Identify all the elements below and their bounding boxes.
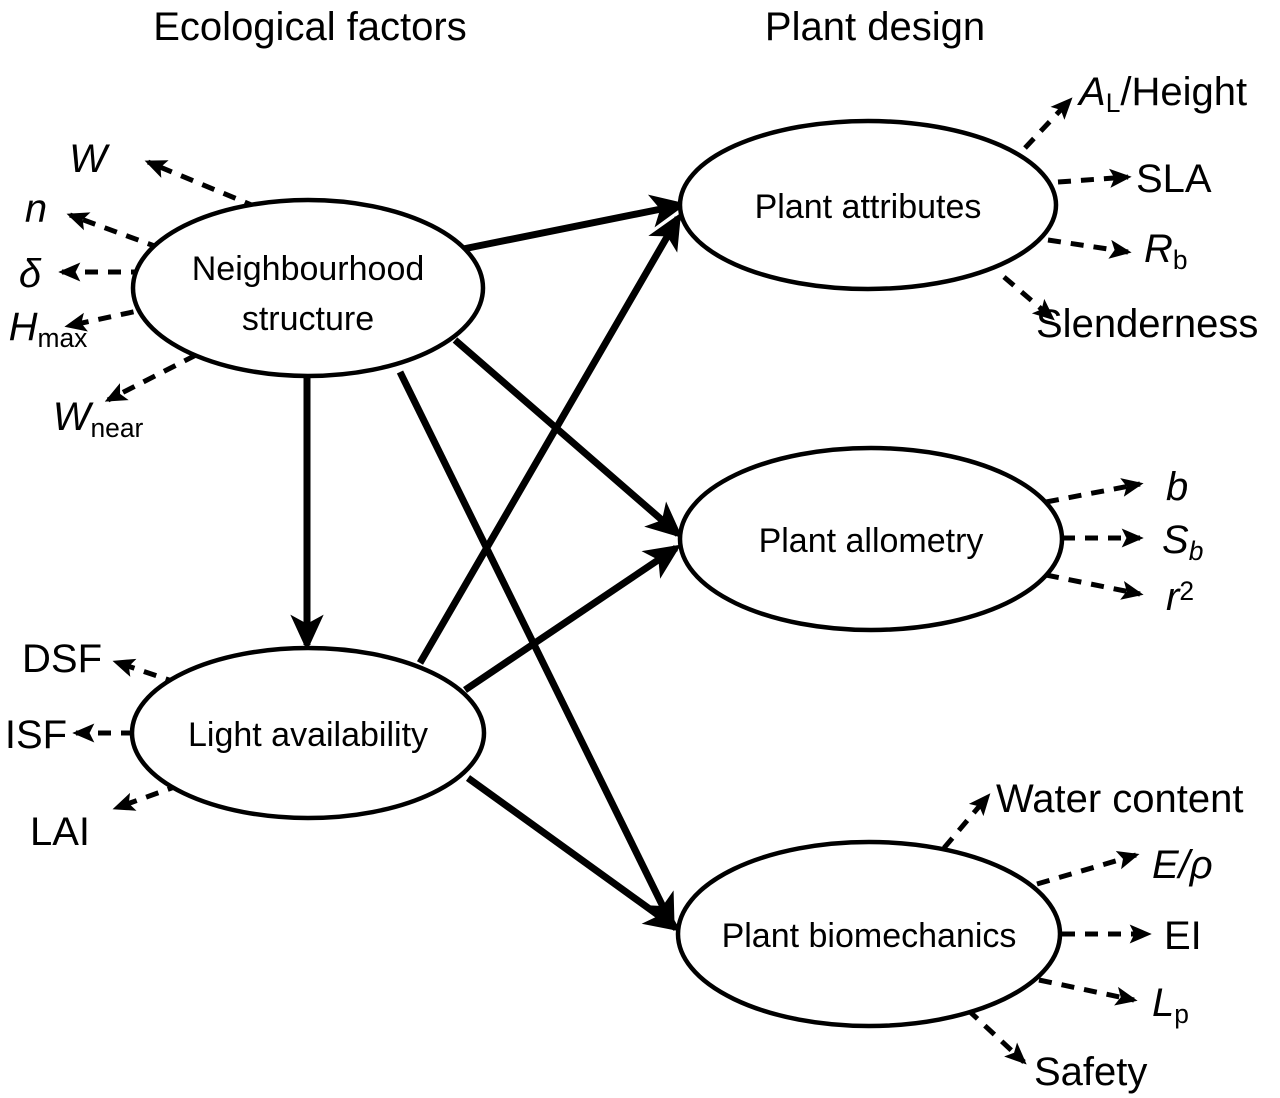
link-group-solid [290,194,687,932]
label-DSF: DSF [22,637,102,681]
node-plant-biomechanics[interactable]: Plant biomechanics [675,839,1063,1029]
label-water-content: Water content [996,777,1244,821]
indicator-link-r2 [1045,572,1144,600]
node-label-biomechanics: Plant biomechanics [722,917,1017,955]
node-plant-allometry[interactable]: Plant allometry [677,445,1065,633]
column-title-ecological: Ecological factors [153,5,466,49]
node-neighbourhood-structure[interactable]: Neighbourhood structure [130,197,486,379]
node-label-neighbourhood-line1: Neighbourhood [192,250,425,288]
label-Rb: Rb [1144,227,1188,275]
link-neighbourhood-to-biomechanics [396,370,676,931]
indicator-link-E-rho [1036,851,1140,887]
node-ellipse-light[interactable] [129,645,487,821]
label-n: n [25,187,47,231]
link-light-to-allometry [463,544,682,693]
indicator-link-Lp [1038,977,1138,1006]
label-Lp: Lp [1152,981,1189,1029]
label-b: b [1166,465,1188,509]
label-Hmax: Hmax [9,305,88,353]
indicator-link-SLA [1057,168,1132,188]
column-title-plant-design: Plant design [765,5,985,49]
indicator-link-water-content [942,793,991,850]
node-ellipse-attributes[interactable] [677,118,1059,292]
label-LAI: LAI [30,810,90,854]
label-delta: δ [19,252,42,296]
node-ellipse-biomechanics[interactable] [675,839,1063,1029]
node-light-availability[interactable]: Light availability [129,645,487,821]
label-AL-height: AL/Height [1077,70,1247,118]
indicator-link-safety [966,1008,1027,1065]
label-E-rho: E/ρ [1152,843,1213,887]
node-label-attributes: Plant attributes [755,188,982,226]
label-W: W [69,137,110,181]
label-Wnear: Wnear [53,395,144,443]
indicator-link-Hmax [64,304,157,332]
indicator-link-n [66,212,161,251]
link-neighbourhood-to-allometry [452,337,683,538]
link-light-to-biomechanics [465,775,681,932]
node-label-neighbourhood-line2: structure [242,300,374,338]
indicator-link-b [1045,478,1144,505]
indicator-link-slenderness [1002,275,1055,321]
indicator-link-AL-height [1023,97,1073,150]
node-ellipse-neighbourhood[interactable] [130,197,486,379]
link-light-to-attributes [416,212,682,665]
node-label-allometry: Plant allometry [759,522,984,560]
indicator-link-LAI [112,782,181,811]
label-r2: r2 [1166,575,1194,619]
link-group-dashed [58,97,1152,1065]
label-ISF: ISF [5,713,67,757]
node-label-light: Light availability [188,716,428,754]
label-SLA: SLA [1136,157,1212,201]
link-neighbourhood-to-attributes [462,194,687,253]
label-slenderness: Slenderness [1036,302,1258,346]
label-Sb: Sb [1162,518,1203,566]
label-EI: EI [1164,914,1202,958]
indicator-link-Wnear [104,352,198,403]
label-safety: Safety [1034,1050,1147,1094]
indicator-link-Rb [1047,237,1132,259]
node-plant-attributes[interactable]: Plant attributes [677,118,1059,292]
node-ellipse-allometry[interactable] [677,445,1065,633]
